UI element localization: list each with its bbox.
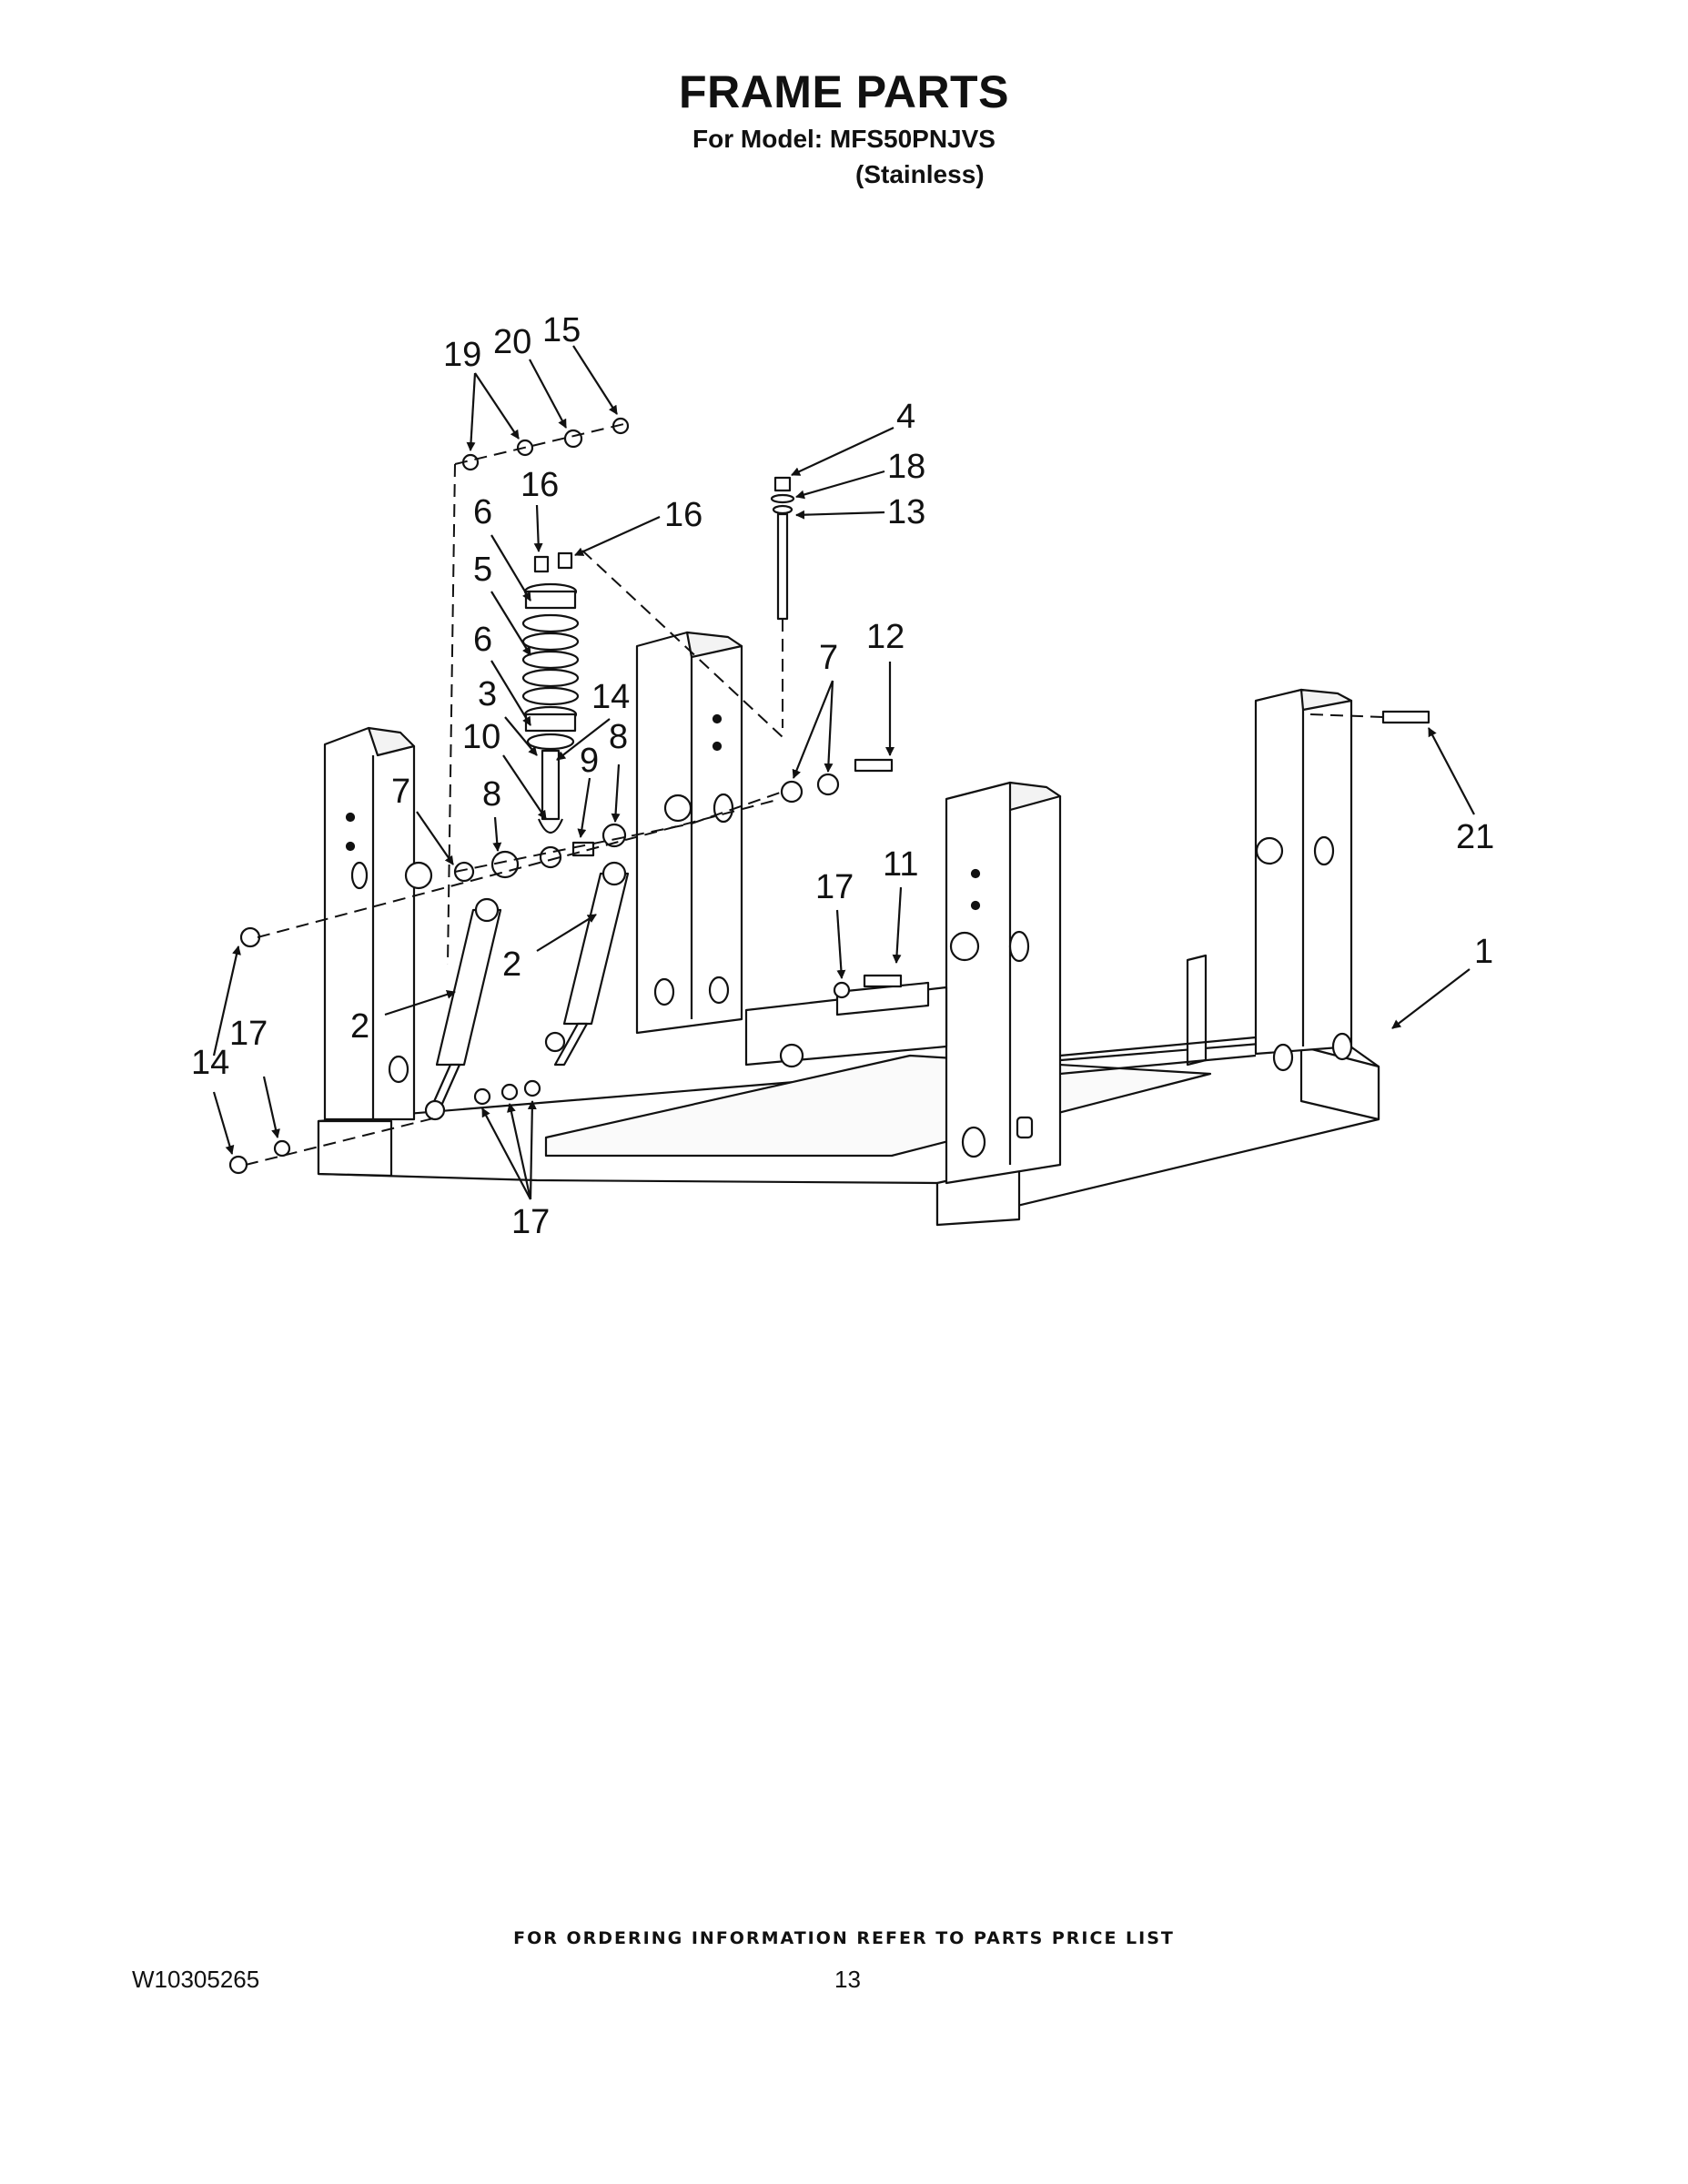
callout-8-left: 8 <box>482 775 501 814</box>
callout-17-bottom: 17 <box>511 1203 550 1241</box>
callout-9: 9 <box>580 742 599 780</box>
callout-16-top: 16 <box>521 466 559 504</box>
callout-labels: 19 20 15 4 18 13 16 16 6 5 6 3 14 10 9 8… <box>191 311 1494 1241</box>
assembly-lines <box>245 422 1384 1166</box>
callout-21: 21 <box>1456 818 1494 856</box>
ordering-note: FOR ORDERING INFORMATION REFER TO PARTS … <box>513 1928 1175 1948</box>
shock-absorber-left <box>424 897 502 1121</box>
callout-18: 18 <box>887 448 925 486</box>
shock-absorber-right <box>544 861 630 1067</box>
finish-label: (Stainless) <box>855 160 985 188</box>
leg-front-left <box>323 726 433 1121</box>
callout-7-right: 7 <box>819 639 838 677</box>
callout-14-upper: 14 <box>591 678 630 716</box>
callout-12: 12 <box>866 618 905 656</box>
base-side-rail <box>1299 1045 1380 1121</box>
callout-8-right: 8 <box>609 718 628 756</box>
spring-assembly <box>521 551 580 834</box>
callout-10: 10 <box>462 718 500 756</box>
leader-arrows <box>212 345 1475 1200</box>
callout-2-right: 2 <box>502 945 521 984</box>
document-number: W10305265 <box>132 1966 260 1993</box>
leg-middle-rear <box>635 631 743 1035</box>
callout-5: 5 <box>473 551 492 589</box>
callout-17-left: 17 <box>229 1015 268 1053</box>
page-title: FRAME PARTS <box>679 66 1009 117</box>
leg-front-right <box>945 781 1062 1185</box>
callout-19: 19 <box>443 336 481 374</box>
callout-14-lower: 14 <box>191 1044 229 1082</box>
callout-2-left: 2 <box>350 1007 369 1046</box>
frame-drawing <box>228 417 1430 1227</box>
leg-rear-right <box>1254 688 1353 1072</box>
callout-4: 4 <box>896 398 915 436</box>
callout-13: 13 <box>887 493 925 531</box>
callout-1: 1 <box>1474 933 1493 971</box>
callout-6-upper: 6 <box>473 493 492 531</box>
callout-17-middle: 17 <box>815 868 854 906</box>
callout-11: 11 <box>883 845 918 884</box>
model-line: For Model: MFS50PNJVS <box>692 125 996 153</box>
callout-20: 20 <box>493 323 531 361</box>
long-bolt <box>770 476 795 621</box>
callout-16-right: 16 <box>664 496 702 534</box>
callout-7-left: 7 <box>391 773 410 811</box>
callout-15: 15 <box>542 311 581 349</box>
base-front-rail <box>317 1119 393 1178</box>
callout-3: 3 <box>478 675 497 713</box>
hardware <box>228 417 1430 1175</box>
page-number: 13 <box>834 1966 861 1993</box>
callout-6-lower: 6 <box>473 621 492 659</box>
side-tab <box>1186 954 1208 1067</box>
